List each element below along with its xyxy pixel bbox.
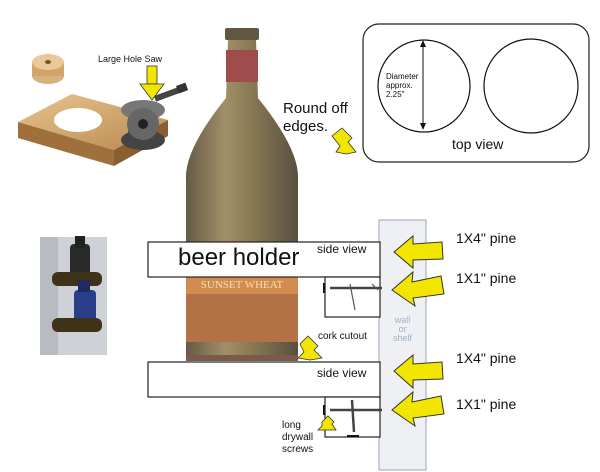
bottom-screw-2-icon [347,399,359,437]
pine-1x1-bottom-label: 1X1" pine [456,396,517,412]
side-view-bottom-label: side view [317,366,367,380]
hole-saw-photo [18,54,189,166]
bottle-holder-photo [40,236,107,355]
arrow-1x1-bottom [391,390,445,428]
wall-or-shelf [378,219,427,471]
arrow-1x1-top [391,270,445,308]
large-hole-saw-label: Large Hole Saw [98,54,163,64]
long-drywall-screws-label: long drywall screws [282,420,314,455]
bottom-1x4-board [147,361,381,398]
pine-1x4-top-label: 1X4" pine [456,230,517,246]
pine-1x4-bottom-label: 1X4" pine [456,350,517,366]
round-off-edges-label: Round off edges. [283,100,348,135]
beer-bottle-image [185,28,299,358]
diameter-arrow [420,40,426,130]
top-screw-2-icon [349,283,379,311]
beer-holder-title: beer holder [178,244,300,271]
bottom-screw-icon [323,405,382,415]
arrow-1x4-bottom [393,353,444,390]
top-1x4-board [147,241,381,278]
cork-pad [186,355,298,361]
drywall-screws-arrow [317,415,337,431]
diameter-label: Diameter approx. 2.25" [386,72,419,99]
wall-or-shelf-label: wall or shelf [393,315,413,343]
top-view-box [362,23,590,163]
round-off-arrow [331,127,357,155]
hole-saw-arrow [139,65,165,101]
top-view-circle-right [483,38,579,134]
top-screw-icon [323,283,382,293]
top-view-circle-left [377,39,471,133]
side-view-top-label: side view [317,242,367,256]
cork-cutout-label: cork cutout [318,331,367,342]
top-view-label: top view [452,136,504,152]
bottle-label-text: SUNSET WHEAT [201,279,284,291]
cork-cutout-arrow [297,335,323,361]
pine-1x1-top-label: 1X1" pine [456,270,517,286]
arrow-1x4-top [393,234,444,270]
